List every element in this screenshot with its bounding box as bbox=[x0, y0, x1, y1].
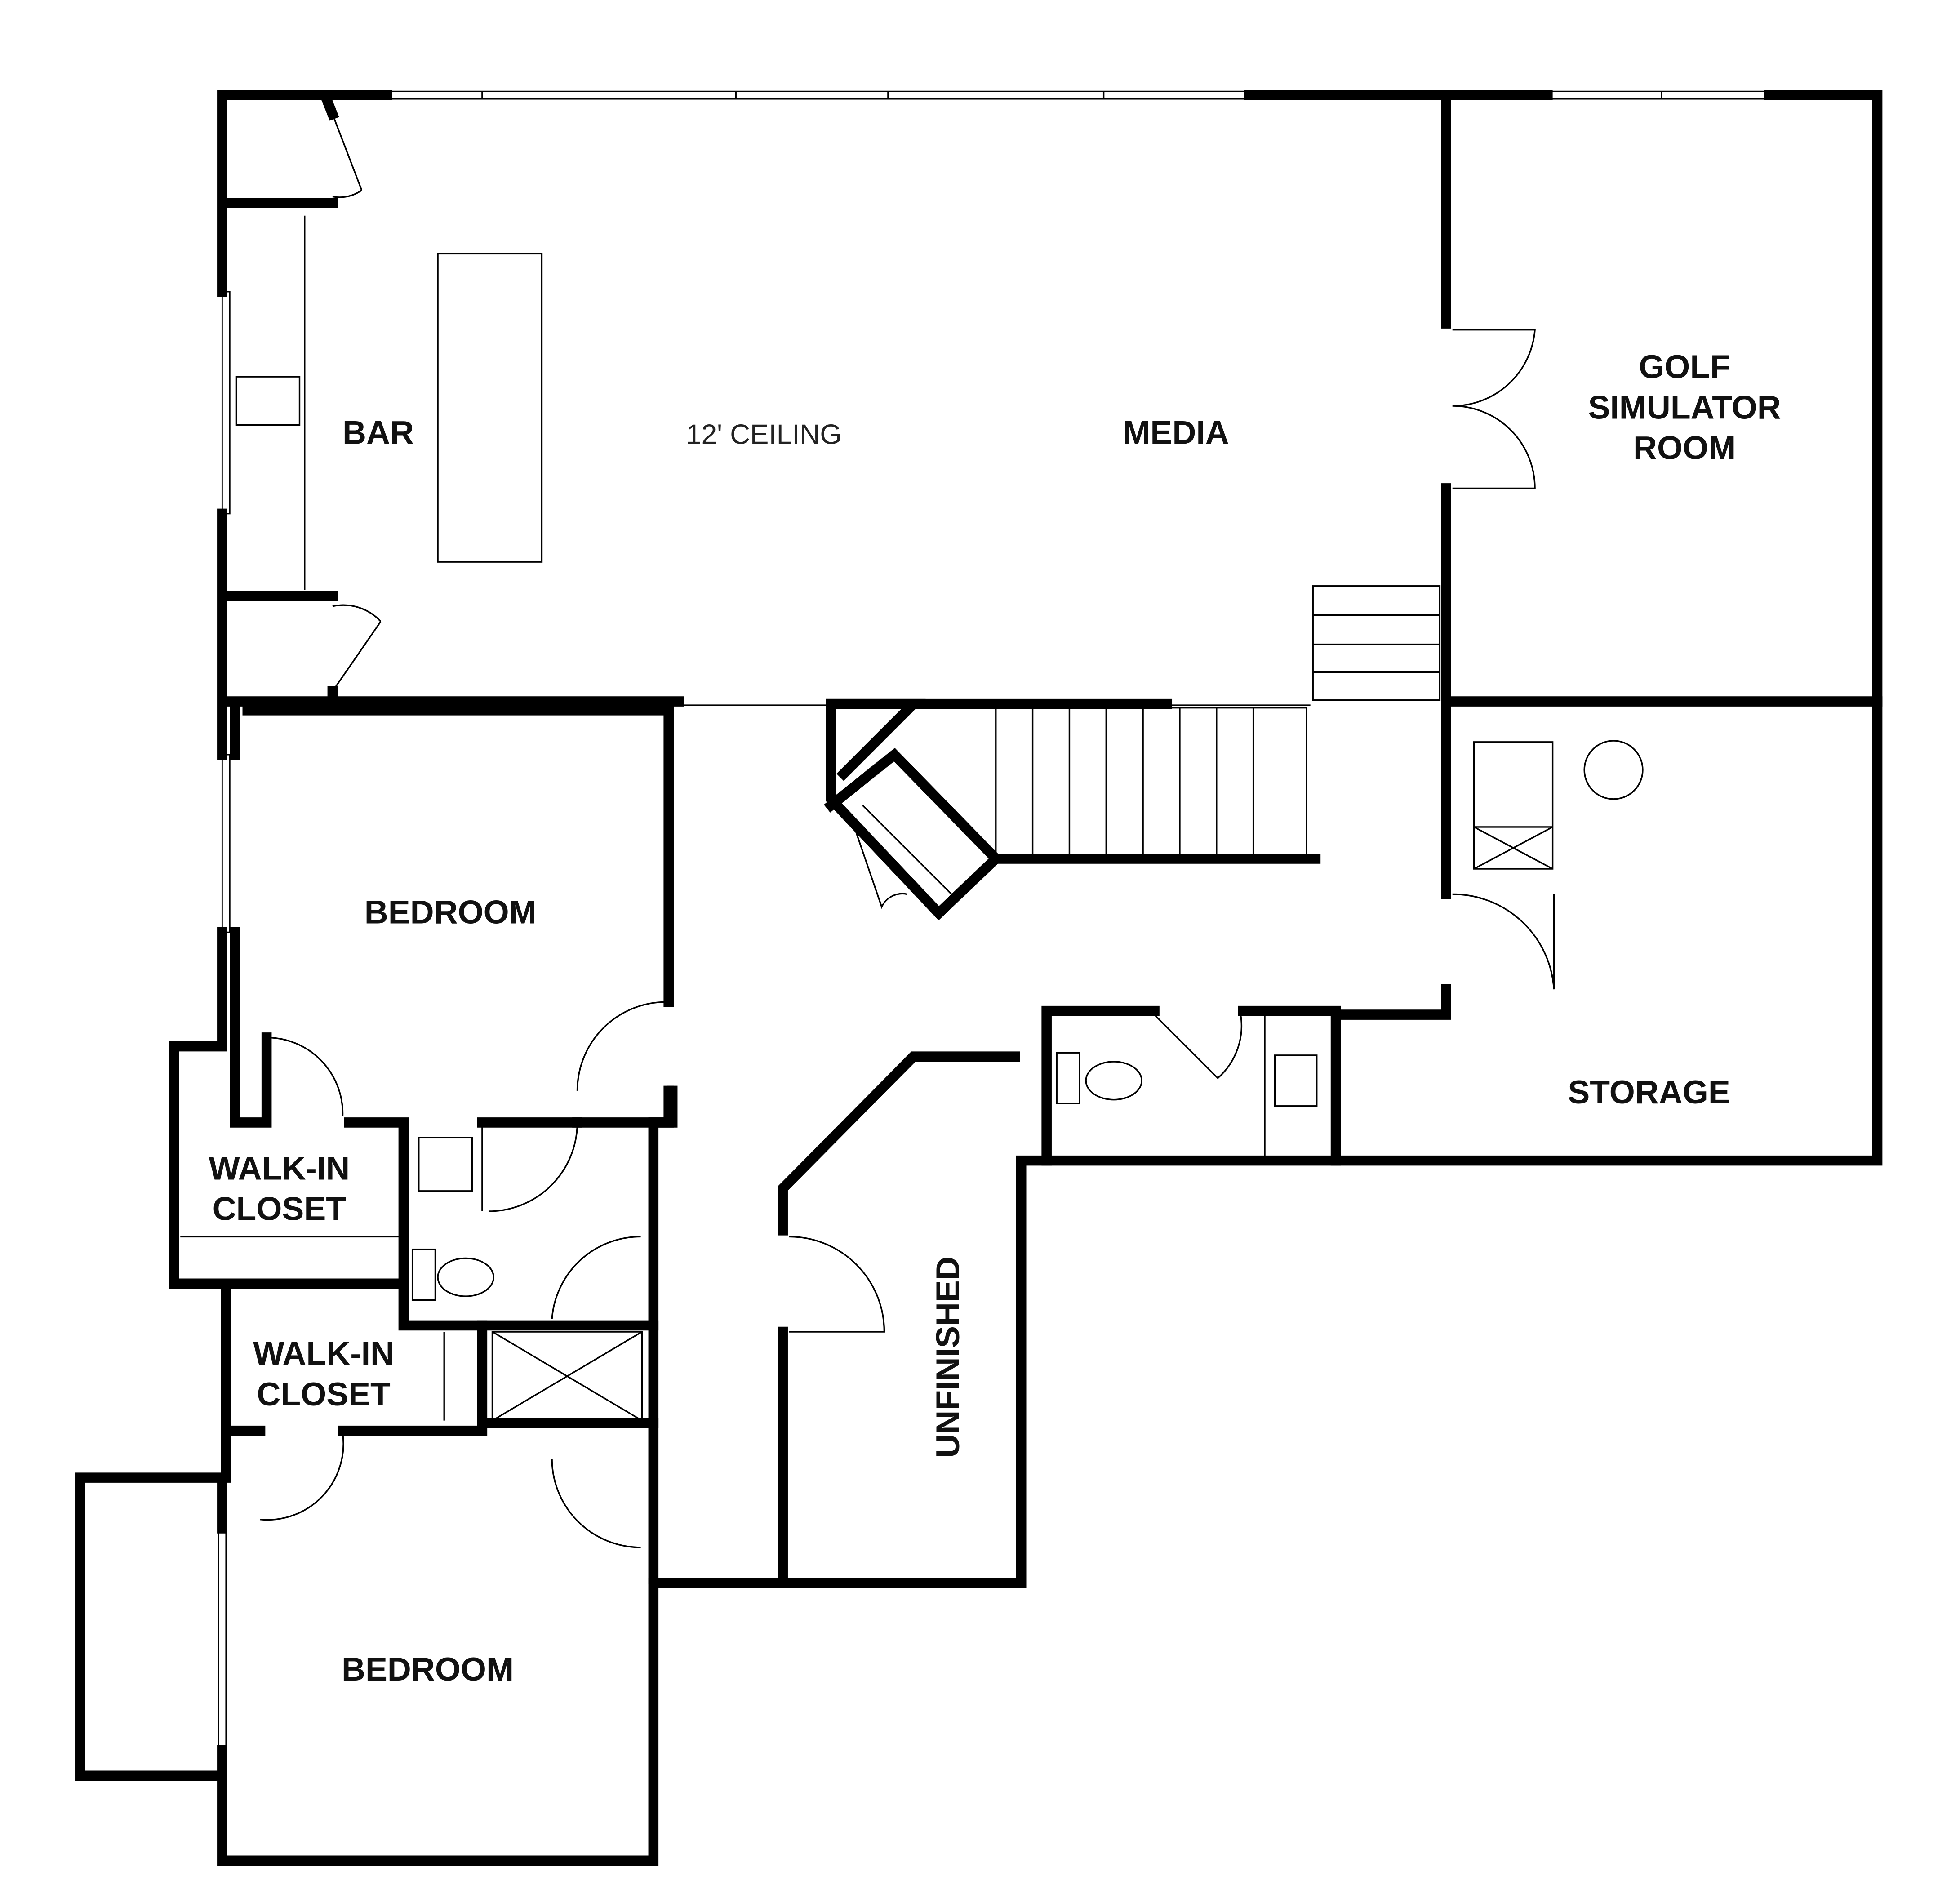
room-label-walkin-lower-2: CLOSET bbox=[257, 1376, 391, 1413]
ceiling-note: 12' CEILING bbox=[686, 419, 842, 450]
room-label-unfinished: UNFINISHED bbox=[929, 1256, 966, 1458]
room-label-walkin-lower-1: WALK-IN bbox=[253, 1335, 394, 1372]
sink-icon bbox=[1274, 1054, 1318, 1107]
room-label-bar: BAR bbox=[342, 414, 414, 451]
room-label-media: MEDIA bbox=[1123, 414, 1229, 451]
toilet-icon bbox=[437, 1257, 494, 1297]
walls bbox=[75, 90, 1883, 1866]
furnace-icon bbox=[1583, 740, 1644, 800]
shower-icon bbox=[491, 1331, 643, 1422]
doors bbox=[260, 114, 1555, 1548]
room-label-walkin-upper-1: WALK-IN bbox=[209, 1150, 350, 1187]
water-heater-icon bbox=[1473, 741, 1554, 870]
room-labels: BAR 12' CEILING MEDIA GOLF SIMULATOR ROO… bbox=[209, 348, 1781, 1688]
stairs bbox=[862, 585, 1441, 901]
room-label-golf-2: SIMULATOR bbox=[1588, 389, 1781, 426]
fixtures bbox=[180, 215, 1644, 1422]
bar-island bbox=[437, 253, 543, 563]
room-label-golf-3: ROOM bbox=[1633, 430, 1736, 467]
room-label-bedroom-lower: BEDROOM bbox=[342, 1651, 514, 1688]
room-label-bedroom-upper: BEDROOM bbox=[364, 894, 537, 930]
room-label-storage: STORAGE bbox=[1568, 1074, 1730, 1111]
sink-icon bbox=[418, 1137, 473, 1192]
sink-icon bbox=[235, 376, 301, 426]
room-label-walkin-upper-2: CLOSET bbox=[213, 1191, 347, 1227]
toilet-icon bbox=[1085, 1061, 1142, 1101]
room-label-golf-1: GOLF bbox=[1639, 348, 1730, 385]
